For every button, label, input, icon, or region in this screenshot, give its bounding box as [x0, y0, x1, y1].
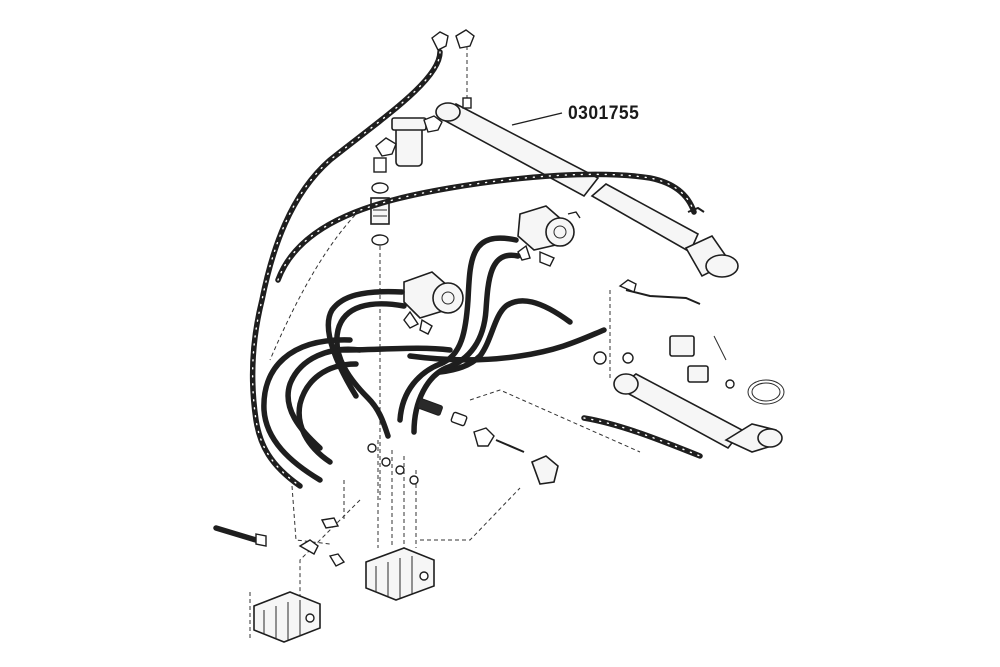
long-return-hose: [249, 49, 443, 489]
upper-hydraulic-motor: [517, 205, 581, 267]
motor-hose-bundle: [261, 235, 607, 483]
top-elbow-fittings: [431, 29, 475, 102]
control-valve-right: [365, 547, 435, 601]
callout-leader: [511, 112, 563, 126]
part-number-callout: 0301755: [568, 103, 640, 124]
rear-lift-cylinder: [613, 335, 785, 453]
boundary-dashes: [269, 209, 641, 600]
middle-fittings: [417, 351, 634, 485]
lower-hydraulic-motor: [403, 271, 464, 335]
control-valve-left: [253, 591, 321, 643]
rear-cylinder-hose: [581, 279, 727, 459]
pressure-line: [213, 525, 267, 547]
valve-fittings: [249, 440, 419, 640]
upper-cylinder-hose: [275, 171, 697, 283]
